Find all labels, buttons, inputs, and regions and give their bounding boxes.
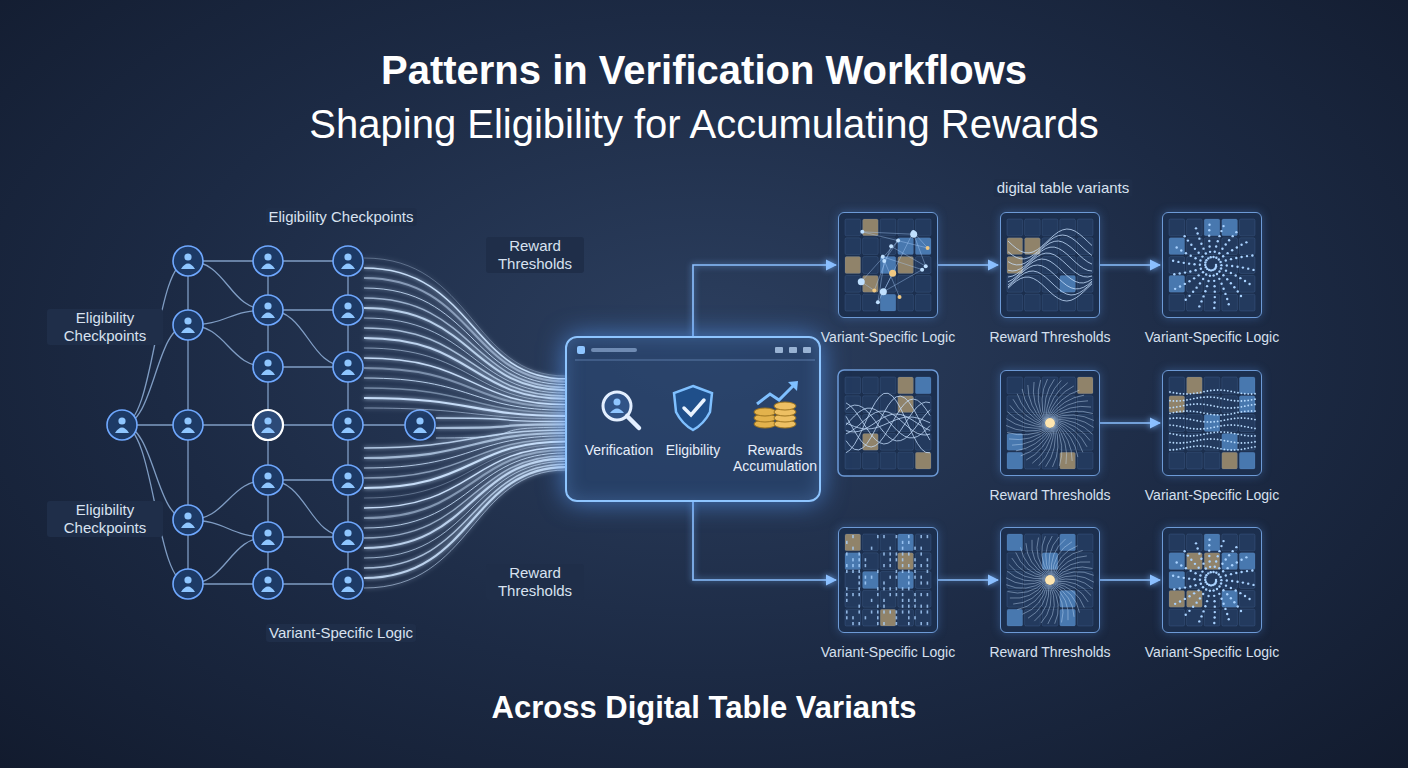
flow-arrow [693, 502, 836, 580]
person-node [253, 569, 283, 599]
person-node [333, 569, 363, 599]
panel-icons [567, 338, 819, 500]
variant-tile: Variant-Specific Logic [838, 527, 938, 633]
flow-arrow [1100, 422, 1160, 424]
person-node [333, 522, 363, 552]
tile-label: Variant-Specific Logic [1145, 329, 1279, 345]
person-node [333, 352, 363, 382]
person-node [107, 410, 137, 440]
person-node [253, 246, 283, 276]
person-node [253, 295, 283, 325]
person-node [253, 410, 283, 440]
step-label: Verification [571, 442, 667, 458]
flow-curve [436, 418, 566, 422]
person-node [173, 569, 203, 599]
caption: Across Digital Table Variants [0, 690, 1408, 726]
variant-tile: Variant-Specific Logic [1162, 527, 1262, 633]
tile-label: Variant-Specific Logic [821, 329, 955, 345]
tile-art [1000, 370, 1100, 476]
title: Patterns in Verification Workflows [0, 48, 1408, 93]
variant-tile: Variant-Specific Logic [838, 212, 938, 318]
flow-curve [364, 453, 566, 528]
tile-art [1000, 212, 1100, 318]
annotation-label: digital table variants [994, 179, 1133, 197]
tile-label: Variant-Specific Logic [1145, 644, 1279, 660]
person-node [173, 310, 203, 340]
annotation-label: Reward Thresholds [486, 564, 584, 600]
tile-label: Reward Thresholds [989, 644, 1110, 660]
annotation-label: Eligibility Checkpoints [47, 501, 163, 537]
flow-curve [364, 430, 566, 448]
tile-art [838, 212, 938, 318]
person-node [333, 246, 363, 276]
step-label: Eligibility [645, 442, 741, 458]
person-node [333, 410, 363, 440]
variant-tile: Variant-Specific Logic [1162, 212, 1262, 318]
tile-art [1162, 527, 1262, 633]
flow-curve [364, 461, 566, 558]
tile-art [838, 370, 938, 476]
tile-art [1162, 370, 1262, 476]
tile-label: Variant-Specific Logic [821, 644, 955, 660]
tile-label: Variant-Specific Logic [1145, 487, 1279, 503]
flow-curve [364, 467, 566, 578]
tile-label: Reward Thresholds [989, 329, 1110, 345]
person-node [173, 246, 203, 276]
flow-arrow [1100, 579, 1160, 581]
tile-art [1162, 212, 1262, 318]
variant-tile: Reward Thresholds [1000, 212, 1100, 318]
flow-curve [364, 368, 566, 407]
tile-label: Reward Thresholds [989, 487, 1110, 503]
person-node [173, 410, 203, 440]
flow-arrow [938, 579, 998, 581]
wire [939, 423, 998, 425]
person-node [333, 465, 363, 495]
person-node [253, 352, 283, 382]
flow-arrow [693, 265, 836, 336]
wire [821, 423, 836, 425]
process-panel: VerificationEligibilityRewards Accumulat… [565, 336, 821, 502]
variant-tile: Reward Thresholds [1000, 370, 1100, 476]
flow-curve [364, 388, 566, 413]
flow-arrow [1100, 264, 1160, 266]
flow-curve [364, 408, 566, 419]
variant-tile: Variant-Specific Logic [1162, 370, 1262, 476]
person-node [405, 410, 435, 440]
annotation-label: Eligibility Checkpoints [47, 309, 163, 345]
flow-curve [364, 464, 566, 568]
flow-curve [364, 348, 566, 402]
variant-tile: Reward Thresholds [1000, 527, 1100, 633]
person-node [253, 465, 283, 495]
flow-arrow [938, 264, 998, 266]
person-node [333, 295, 363, 325]
annotation-label: Reward Thresholds [486, 237, 584, 273]
person-node [173, 505, 203, 535]
person-node [253, 522, 283, 552]
tile-art [1000, 527, 1100, 633]
annotation-label: Variant-Specific Logic [266, 624, 416, 642]
tile-art [838, 527, 938, 633]
step-label: Rewards Accumulation [727, 442, 823, 474]
subtitle: Shaping Eligibility for Accumulating Rew… [306, 100, 1101, 148]
annotation-label: Eligibility Checkpoints [265, 208, 416, 226]
